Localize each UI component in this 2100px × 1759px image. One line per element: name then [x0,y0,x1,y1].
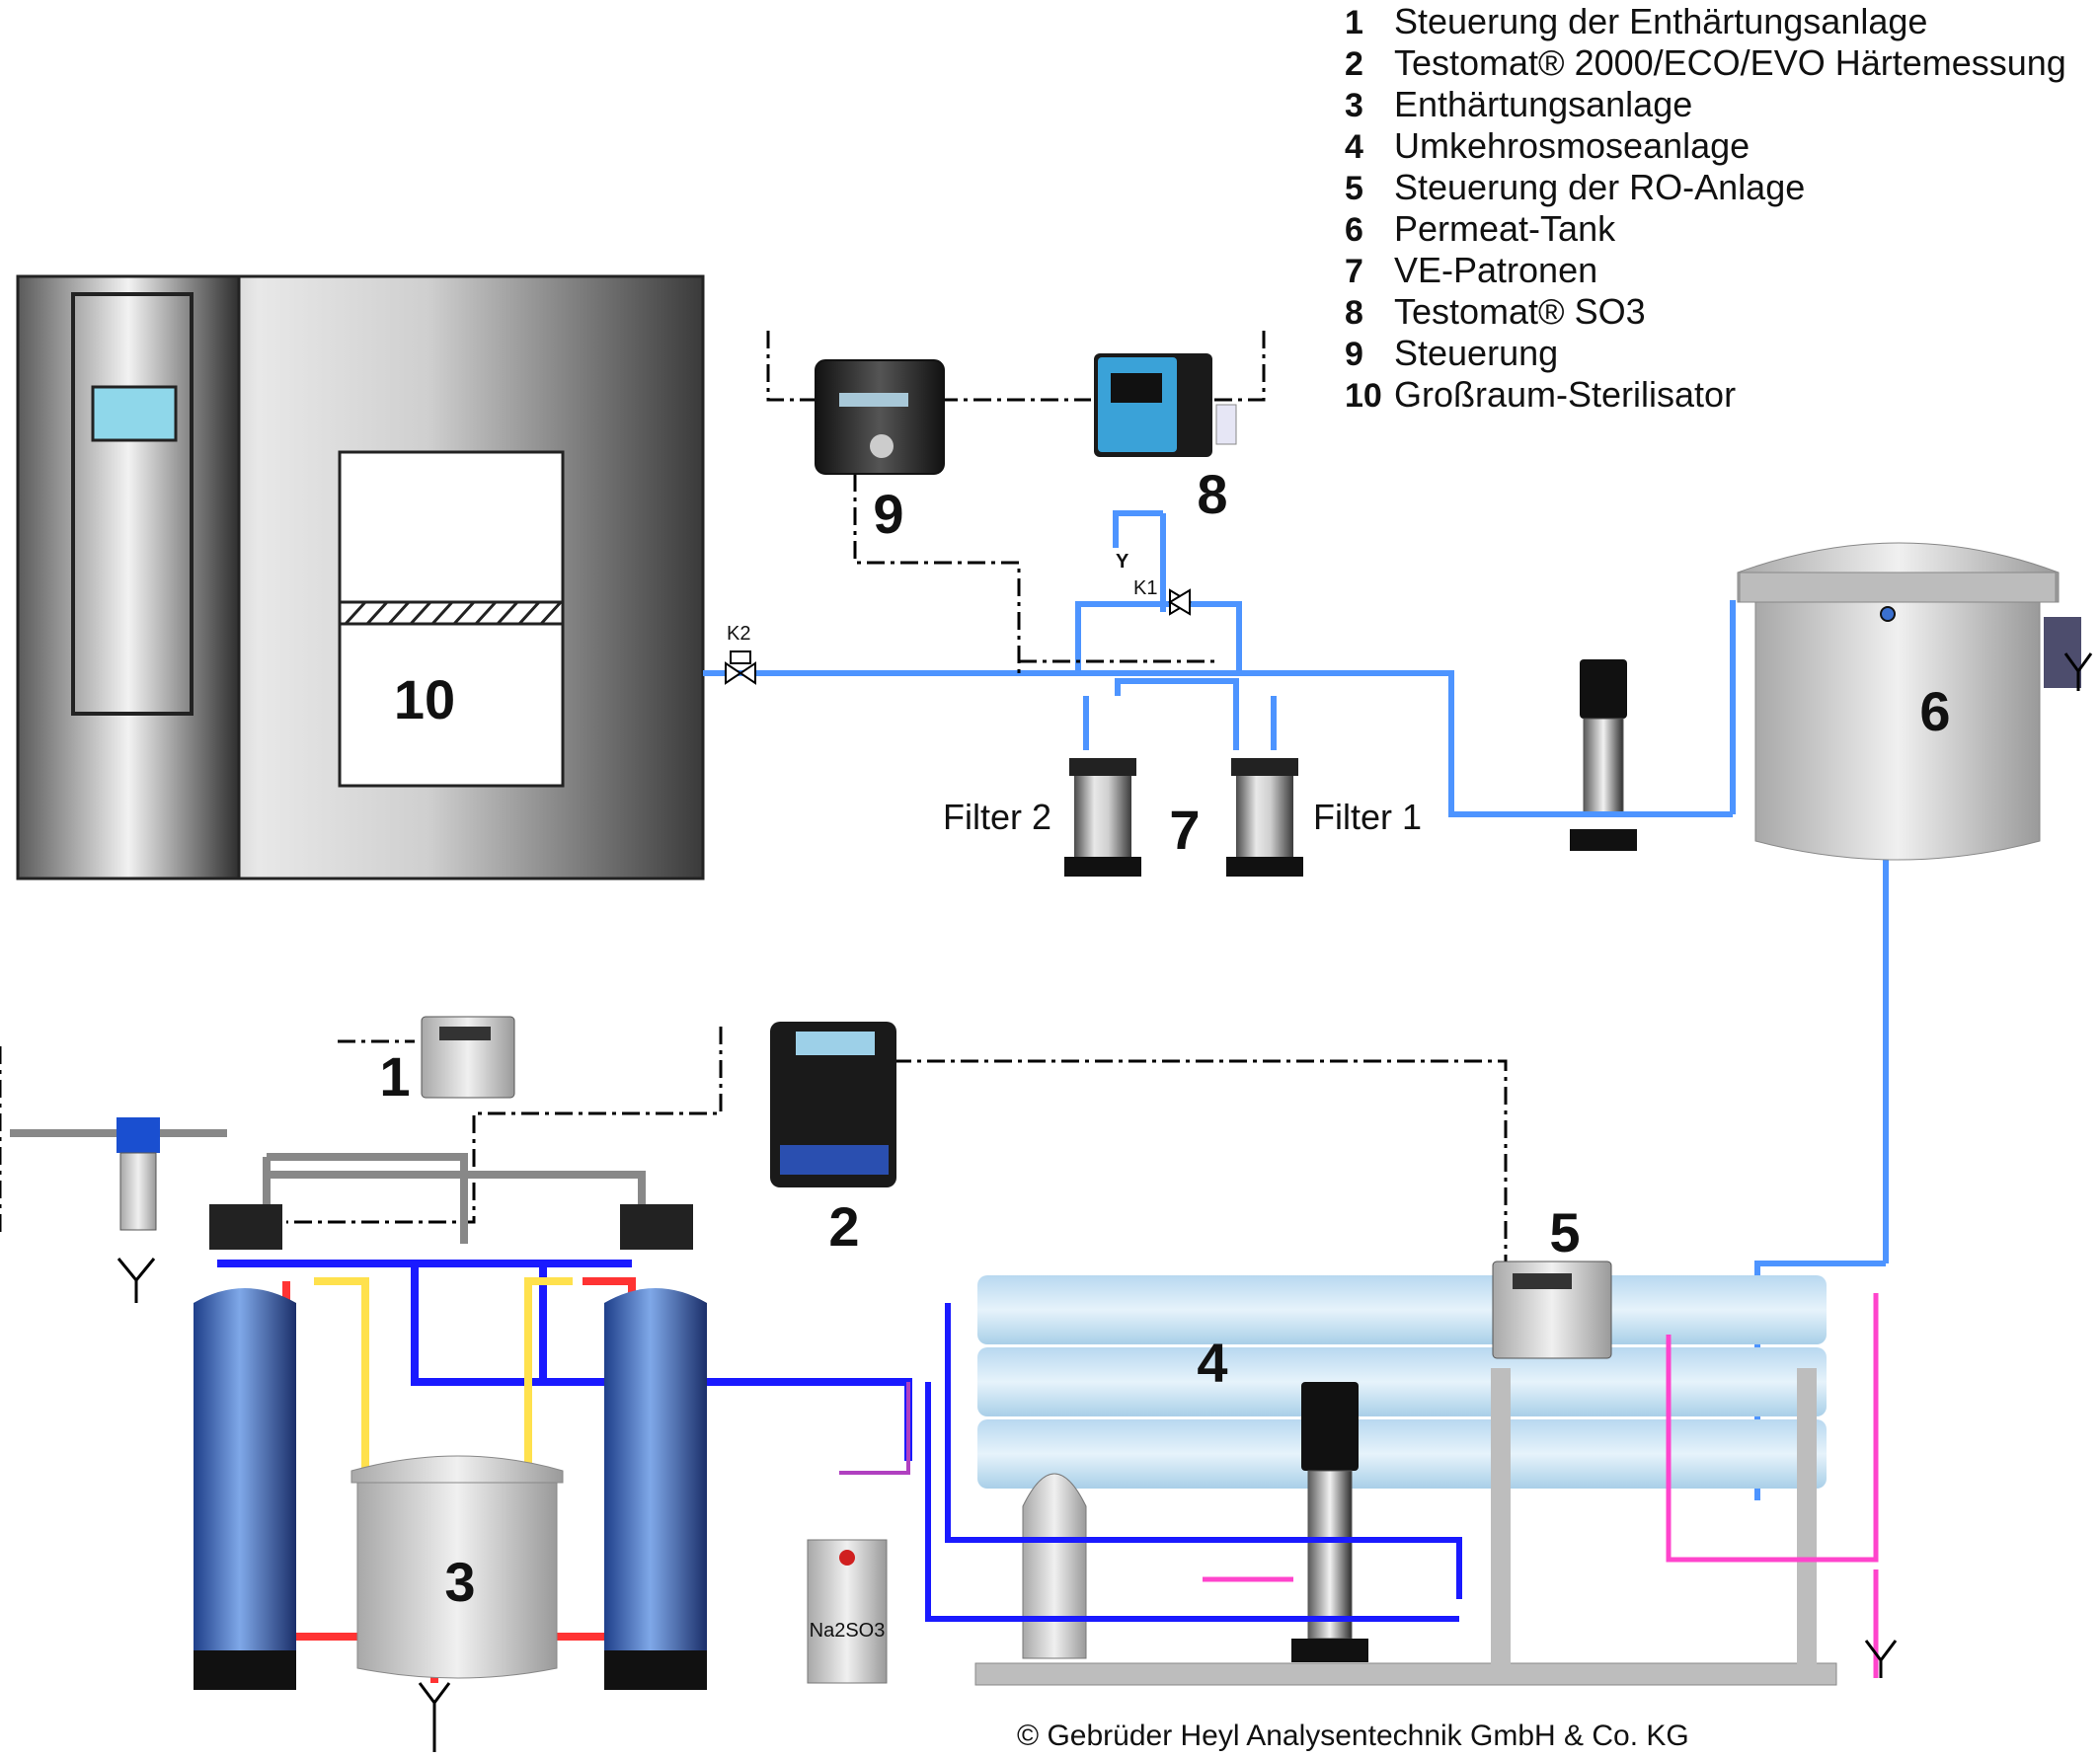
component-number-8: 8 [1197,463,1227,525]
legend-item: 10 Großraum-Sterilisator [1345,374,1736,415]
legend-text: Testomat® SO3 [1394,291,1646,332]
filter-2: Filter 2 [943,758,1141,877]
filter-1: Filter 1 [1226,758,1422,877]
chemical-tank: Na2SO3 [807,1382,910,1684]
legend-item: 3 Enthärtungsanlage [1345,84,1692,124]
legend-number: 2 [1345,45,1363,83]
ro-prefilter [1022,1473,1087,1659]
valve-label-k2: K2 [727,623,750,645]
component-number-9: 9 [873,483,903,545]
drain-symbols [117,652,2093,1752]
legend-number: 6 [1345,211,1363,249]
prefilter [117,1117,160,1231]
controller-9: 9 [815,359,945,545]
permeate-tank: 6 [1737,542,2081,861]
component-number-6: 6 [1919,680,1950,742]
valve-k2: K2 [725,623,756,685]
ro-pump-motor [1301,1382,1359,1471]
ve-cartridges: Filter 2 7 Filter 1 [943,758,1422,877]
legend-text: Testomat® 2000/ECO/EVO Härtemessung [1394,42,2066,83]
filter-1-label: Filter 1 [1313,797,1422,837]
legend-item: 7 VE-Patronen [1345,250,1597,290]
softener-column-left [194,1204,296,1690]
component-number-10: 10 [394,668,455,730]
sterilizer-display [91,385,178,442]
softener-controller-1: 1 [379,1016,515,1108]
component-number-4: 4 [1197,1332,1227,1394]
component-number-2: 2 [828,1195,859,1258]
legend-item: 9 Steuerung [1345,333,1558,373]
component-number-5: 5 [1549,1201,1580,1263]
legend-item: 6 Permeat-Tank [1345,208,1616,249]
legend-number: 8 [1345,294,1363,332]
testomat-so3: 8 Y K1 [1094,353,1237,616]
permeate-pump [1451,659,1733,851]
component-number-1: 1 [379,1045,410,1108]
signal-lines [0,331,1508,1273]
ro-unit: 4 [925,1275,1879,1686]
testomat-2000: 2 [770,1022,896,1258]
legend-number: 4 [1345,128,1363,166]
legend-text: Steuerung der RO-Anlage [1394,167,1805,207]
legend-item: 1 Steuerung der Enthärtungsanlage [1345,1,1927,41]
ro-pump-body [1307,1470,1353,1640]
legend-number: 3 [1345,87,1363,124]
ro-controller-5: 5 [1492,1201,1612,1359]
legend-number: 1 [1345,4,1363,41]
legend-text: Steuerung der Enthärtungsanlage [1394,1,1927,41]
legend-item: 2 Testomat® 2000/ECO/EVO Härtemessung [1345,42,2066,83]
valve-label-k1: K1 [1133,577,1157,599]
chemical-tank-label: Na2SO3 [810,1620,886,1642]
filter-2-label: Filter 2 [943,797,1051,837]
legend-text: VE-Patronen [1394,250,1597,290]
legend-number: 5 [1345,170,1363,207]
legend-number: 10 [1345,377,1382,415]
brine-tank: 3 [350,1455,564,1679]
legend-text: Permeat-Tank [1394,208,1616,249]
legend-number: 7 [1345,253,1363,290]
legend-text: Umkehrosmoseanlage [1394,125,1750,166]
legend-item: 8 Testomat® SO3 [1345,291,1646,332]
legend-item: 4 Umkehrosmoseanlage [1345,125,1750,166]
component-number-3: 3 [444,1551,475,1613]
legend-number: 9 [1345,336,1363,373]
sterilizer-unit: 10 [16,274,705,880]
drain-label: Y [1116,551,1129,573]
legend-text: Steuerung [1394,333,1558,373]
legend-text: Enthärtungsanlage [1394,84,1692,124]
copyright-text: © Gebrüder Heyl Analysentechnik GmbH & C… [1017,1720,1689,1752]
component-number-7: 7 [1169,799,1200,861]
softener-column-right [604,1204,707,1690]
legend-item: 5 Steuerung der RO-Anlage [1345,167,1805,207]
legend-text: Großraum-Sterilisator [1394,374,1736,415]
